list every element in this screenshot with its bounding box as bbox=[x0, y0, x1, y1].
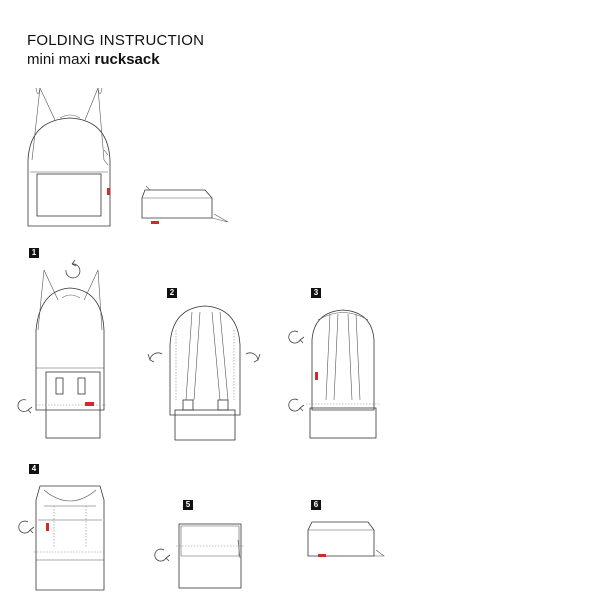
step-3-badge: 3 bbox=[311, 288, 321, 298]
overview-folded-pouch-drawing bbox=[141, 185, 229, 224]
overview-rucksack-drawing bbox=[27, 87, 111, 227]
subtitle-product-name: rucksack bbox=[94, 51, 160, 68]
step-6-drawing bbox=[307, 521, 385, 557]
step-4-badge: 4 bbox=[29, 464, 39, 474]
page-title: FOLDING INSTRUCTION bbox=[27, 32, 205, 49]
step-4-drawing bbox=[18, 485, 106, 591]
step-5-badge: 5 bbox=[183, 500, 193, 510]
page-subtitle: mini maxi rucksack bbox=[27, 51, 160, 68]
step-5-drawing bbox=[154, 523, 244, 589]
step-2-drawing bbox=[147, 305, 261, 441]
step-3-drawing bbox=[288, 309, 380, 439]
step-1-drawing bbox=[17, 259, 106, 439]
step-2-badge: 2 bbox=[167, 288, 177, 298]
step-1-badge: 1 bbox=[29, 248, 39, 258]
subtitle-prefix: mini maxi bbox=[27, 51, 95, 68]
step-6-badge: 6 bbox=[311, 500, 321, 510]
